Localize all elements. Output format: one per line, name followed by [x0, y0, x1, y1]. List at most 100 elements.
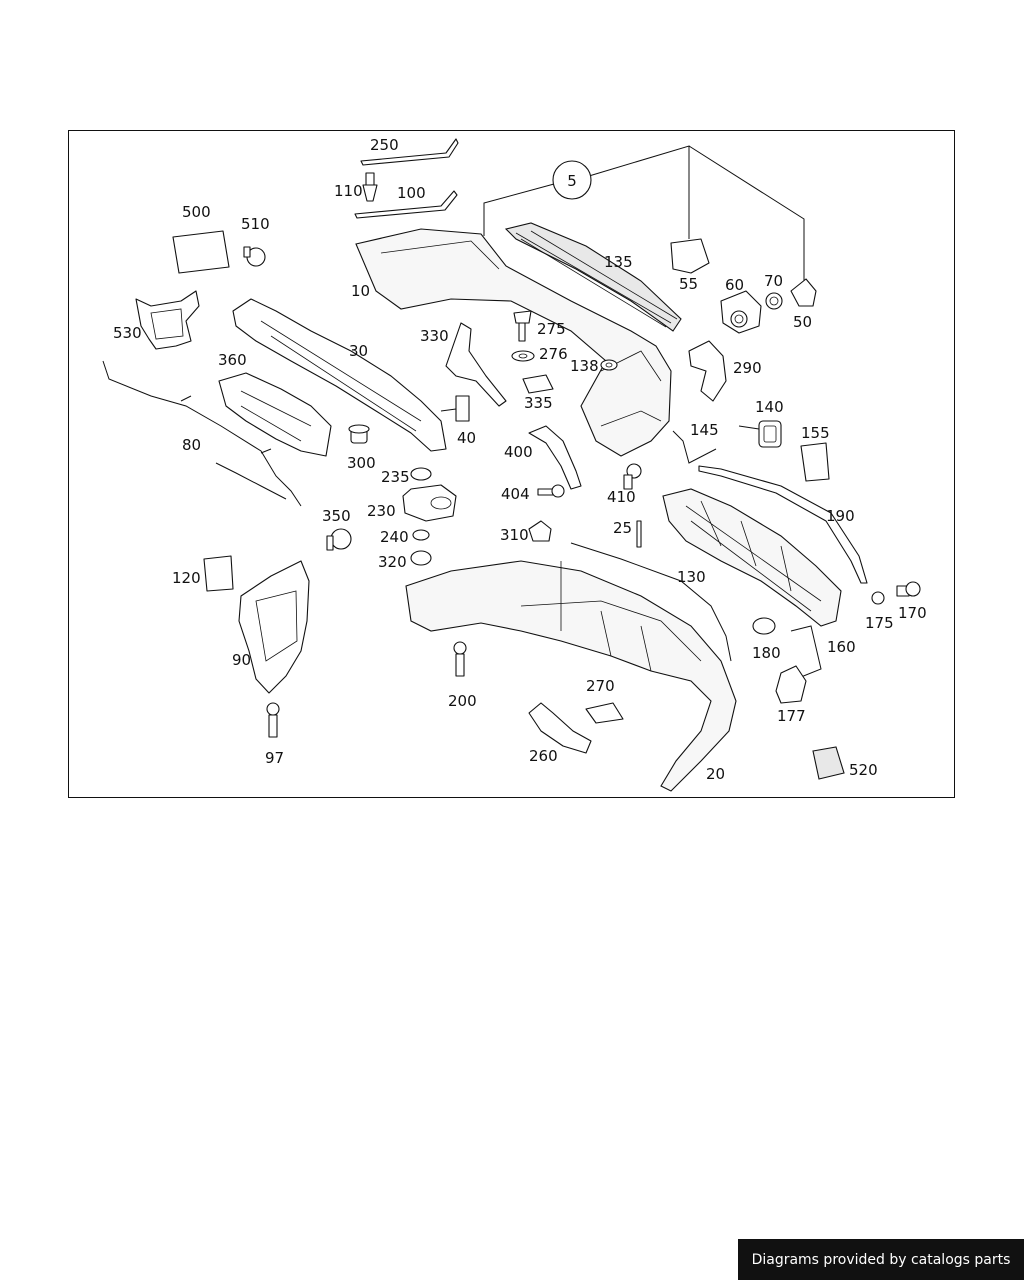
label-320: 320	[378, 553, 407, 571]
label-350: 350	[322, 507, 351, 525]
pad-120	[203, 555, 234, 592]
bolt-404	[537, 484, 565, 498]
label-70: 70	[764, 272, 783, 290]
trim-strip-400	[528, 425, 582, 490]
label-120: 120	[172, 569, 201, 587]
washer-235	[410, 467, 432, 481]
sensor-60	[720, 290, 762, 334]
label-330: 330	[420, 327, 449, 345]
label-60: 60	[725, 276, 744, 294]
label-20: 20	[706, 765, 725, 783]
diffuser-160	[662, 488, 842, 627]
washer-276	[511, 350, 535, 362]
nut-310	[528, 520, 552, 542]
part-40	[455, 395, 470, 422]
label-290: 290	[733, 359, 762, 377]
label-230: 230	[367, 502, 396, 520]
label-145: 145	[690, 421, 719, 439]
grommet-320	[410, 550, 432, 566]
label-55: 55	[679, 275, 698, 293]
label-275: 275	[537, 320, 566, 338]
clip-335	[522, 374, 554, 394]
label-5: 5	[567, 172, 577, 190]
screw-350	[326, 528, 352, 551]
callout-5-leaders	[483, 145, 805, 281]
label-270: 270	[586, 677, 615, 695]
callout-5-circle	[552, 160, 592, 200]
ring-70	[765, 292, 783, 310]
label-80: 80	[182, 436, 201, 454]
clip-110	[362, 172, 378, 202]
grommet-510	[243, 246, 266, 267]
wire-145	[672, 430, 717, 464]
bracket-330	[445, 322, 507, 407]
bolt-200	[453, 641, 467, 677]
bolt-410	[623, 463, 642, 490]
label-90: 90	[232, 651, 251, 669]
label-260: 260	[529, 747, 558, 765]
grommet-180	[752, 617, 776, 635]
clip-140	[738, 420, 782, 448]
part-labels: 5 250 110 100 500 510 135 55 60 70 50 10…	[113, 136, 927, 783]
pin-25	[636, 520, 642, 548]
label-235: 235	[381, 468, 410, 486]
label-30: 30	[349, 342, 368, 360]
label-300: 300	[347, 454, 376, 472]
step-pad-135	[504, 222, 682, 332]
bracket-230	[402, 484, 457, 522]
label-530: 530	[113, 324, 142, 342]
label-520: 520	[849, 761, 878, 779]
label-510: 510	[241, 215, 270, 233]
screw-97	[266, 702, 280, 738]
label-335: 335	[524, 394, 553, 412]
label-25: 25	[613, 519, 632, 537]
label-240: 240	[380, 528, 409, 546]
label-138: 138	[570, 357, 599, 375]
wiring-harness-80	[102, 360, 302, 507]
bumper-exploded-diagram: 5 250 110 100 500 510 135 55 60 70 50 10…	[102, 136, 927, 792]
clip-270	[585, 702, 624, 724]
label-400: 400	[504, 443, 533, 461]
label-97: 97	[265, 749, 284, 767]
trim-strip-130	[570, 542, 732, 662]
sensor-bracket-177	[775, 665, 807, 704]
footer-credit-badge: Diagrams provided by catalogs parts	[738, 1239, 1024, 1280]
label-50: 50	[793, 313, 812, 331]
label-130: 130	[677, 568, 706, 586]
parts-diagram-frame: 5 250 110 100 500 510 135 55 60 70 50 10…	[68, 130, 955, 798]
label-276: 276	[539, 345, 568, 363]
label-190: 190	[826, 507, 855, 525]
trim-strip-190	[698, 465, 868, 584]
bolt-170	[896, 581, 921, 597]
washer-240	[412, 529, 430, 541]
label-160: 160	[827, 638, 856, 656]
cover-55	[670, 238, 710, 274]
bracket-90	[238, 560, 310, 694]
label-135: 135	[604, 253, 633, 271]
bracket-360	[218, 372, 332, 457]
label-170: 170	[898, 604, 927, 622]
washer-175	[871, 591, 885, 605]
label-40: 40	[457, 429, 476, 447]
label-310: 310	[500, 526, 529, 544]
bracket-530	[135, 290, 200, 350]
grommet-300	[348, 424, 370, 444]
label-140: 140	[755, 398, 784, 416]
panel-290	[688, 340, 727, 402]
label-404: 404	[501, 485, 530, 503]
label-155: 155	[801, 424, 830, 442]
label-250: 250	[370, 136, 399, 154]
trim-strip-250	[360, 138, 459, 166]
label-410: 410	[607, 488, 636, 506]
label-200: 200	[448, 692, 477, 710]
label-110: 110	[334, 182, 363, 200]
label-180: 180	[752, 644, 781, 662]
upper-bumper-cover-10	[355, 228, 672, 457]
cover-155	[800, 442, 830, 482]
bracket-260	[528, 702, 592, 754]
label-500: 500	[182, 203, 211, 221]
washer-138	[600, 359, 618, 371]
label-177: 177	[777, 707, 806, 725]
label-100: 100	[397, 184, 426, 202]
label-360: 360	[218, 351, 247, 369]
